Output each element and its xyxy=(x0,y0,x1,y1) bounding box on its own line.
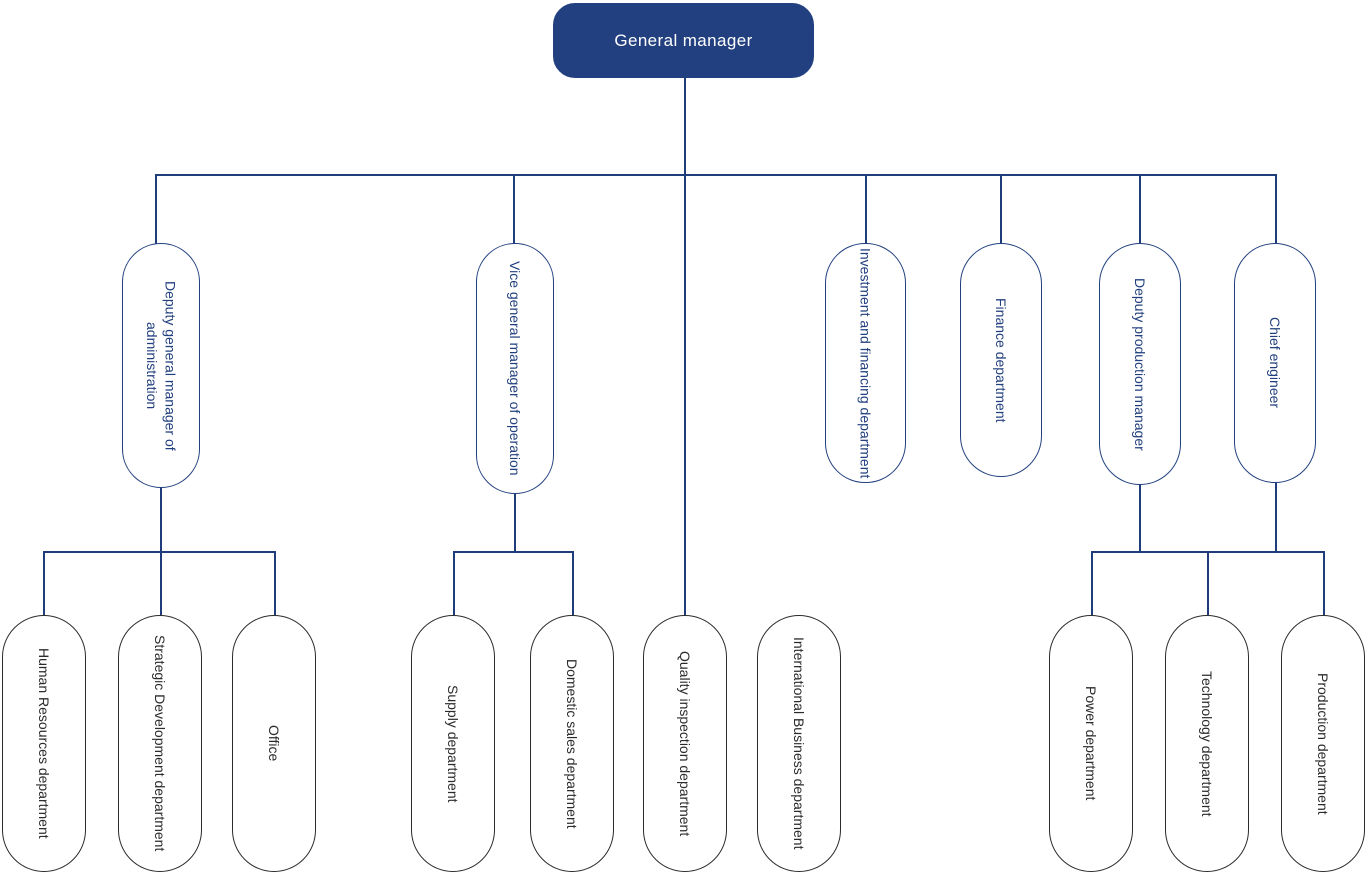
node-supply-department-label: Supply department xyxy=(445,684,462,803)
connector-stem-vice-general-manager xyxy=(514,494,516,552)
node-international-business-department[interactable]: International Business department xyxy=(757,615,841,872)
connector-drop-power xyxy=(1091,551,1093,615)
node-investment-and-financing-department[interactable]: Investment and financing department xyxy=(825,243,906,483)
node-domestic-sales-department[interactable]: Domestic sales department xyxy=(530,615,614,872)
connector-main-bus xyxy=(155,174,1276,176)
connector-bus-administration xyxy=(43,551,276,553)
node-deputy-general-manager-of-administration-label: Deputy general manager of administration xyxy=(144,280,179,451)
node-human-resources-department-label: Human Resources department xyxy=(36,648,53,839)
connector-stem-deputy-production-manager xyxy=(1139,485,1141,552)
connector-root-to-quality-inspection xyxy=(684,174,686,617)
node-human-resources-department[interactable]: Human Resources department xyxy=(2,615,86,872)
node-international-business-department-label: International Business department xyxy=(791,637,808,850)
node-production-department-label: Production department xyxy=(1315,672,1332,815)
node-quality-inspection-department-label: Quality inspection department xyxy=(677,650,694,837)
node-finance-department-label: Finance department xyxy=(993,297,1010,423)
node-office[interactable]: Office xyxy=(232,615,316,872)
node-technology-department[interactable]: Technology department xyxy=(1165,615,1249,872)
connector-drop-strategic-development xyxy=(160,551,162,615)
node-deputy-general-manager-of-administration[interactable]: Deputy general manager of administration xyxy=(122,243,200,488)
node-deputy-production-manager[interactable]: Deputy production manager xyxy=(1099,243,1181,485)
node-production-department[interactable]: Production department xyxy=(1281,615,1365,872)
connector-drop-investment-financing xyxy=(865,174,867,244)
node-domestic-sales-department-label: Domestic sales department xyxy=(564,658,581,829)
node-general-manager-label: General manager xyxy=(614,30,753,50)
connector-drop-deputy-general-manager xyxy=(155,174,157,244)
connector-drop-human-resources xyxy=(43,551,45,615)
node-supply-department[interactable]: Supply department xyxy=(411,615,495,872)
connector-drop-supply xyxy=(453,551,455,615)
connector-stem-chief-engineer xyxy=(1275,483,1277,552)
node-vice-general-manager-of-operation[interactable]: Vice general manager of operation xyxy=(476,243,554,494)
node-chief-engineer[interactable]: Chief engineer xyxy=(1234,243,1316,483)
connector-drop-production xyxy=(1323,551,1325,615)
node-office-label: Office xyxy=(266,725,283,762)
connector-stem-deputy-general-manager xyxy=(160,488,162,552)
node-vice-general-manager-of-operation-label: Vice general manager of operation xyxy=(507,261,524,476)
connector-drop-domestic-sales xyxy=(572,551,574,615)
node-general-manager[interactable]: General manager xyxy=(553,3,814,78)
connector-drop-chief-engineer xyxy=(1275,174,1277,244)
node-finance-department[interactable]: Finance department xyxy=(960,243,1042,477)
node-strategic-development-department[interactable]: Strategic Development department xyxy=(118,615,202,872)
connector-root-stem xyxy=(684,78,686,176)
connector-drop-deputy-production-manager xyxy=(1139,174,1141,244)
node-quality-inspection-department[interactable]: Quality inspection department xyxy=(643,615,727,872)
node-investment-and-financing-department-label: Investment and financing department xyxy=(857,247,874,479)
node-deputy-production-manager-label: Deputy production manager xyxy=(1132,277,1149,451)
connector-drop-technology xyxy=(1207,551,1209,615)
node-power-department[interactable]: Power department xyxy=(1049,615,1133,872)
connector-drop-vice-general-manager xyxy=(513,174,515,244)
node-chief-engineer-label: Chief engineer xyxy=(1267,317,1284,409)
node-power-department-label: Power department xyxy=(1083,686,1100,801)
connector-bus-operation xyxy=(453,551,574,553)
node-technology-department-label: Technology department xyxy=(1199,670,1216,817)
connector-drop-office xyxy=(274,551,276,615)
connector-drop-finance xyxy=(1000,174,1002,244)
node-strategic-development-department-label: Strategic Development department xyxy=(152,635,169,852)
